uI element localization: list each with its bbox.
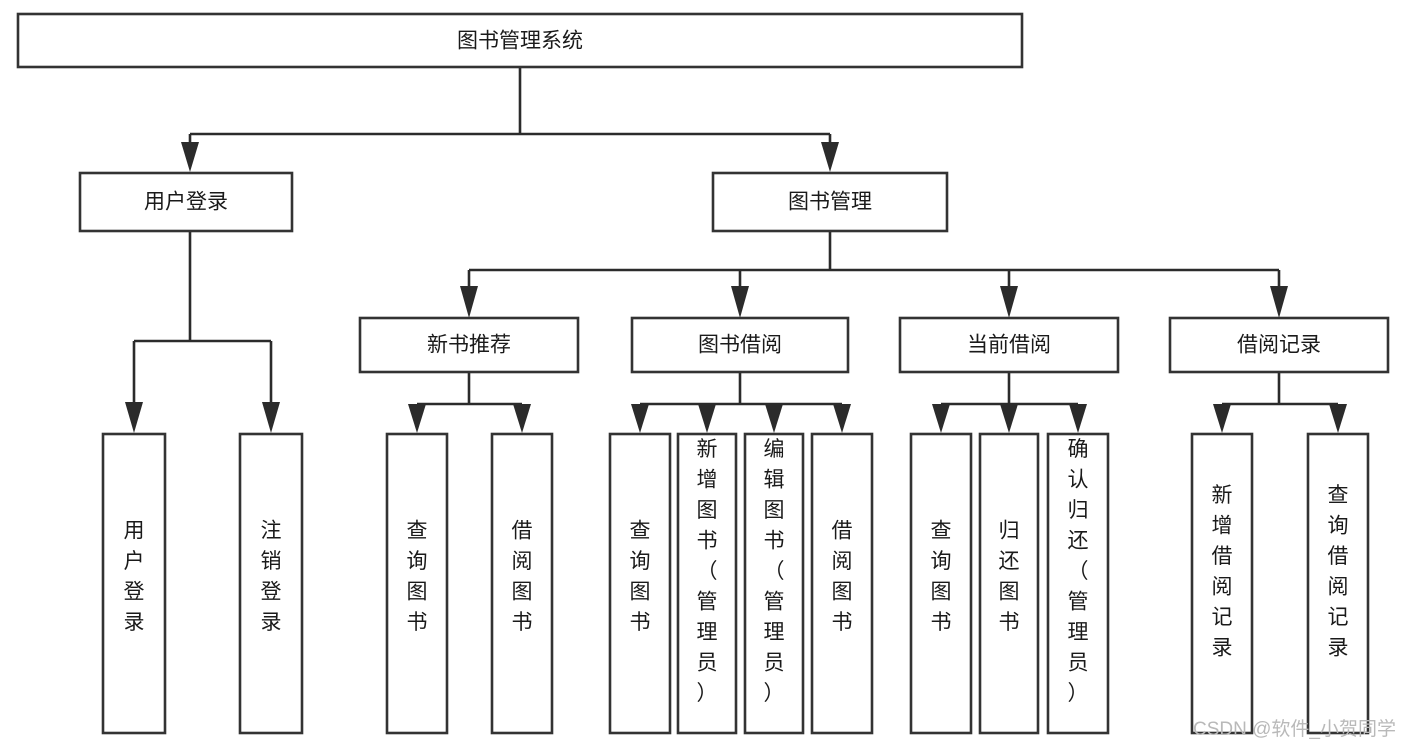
- arrowhead-leaf-record-0: [1213, 404, 1231, 433]
- arrowhead-leaf-current-0: [932, 404, 950, 433]
- leaf-user-login-1-box[interactable]: [238, 432, 304, 735]
- node-user-login-label: 用户登录: [144, 191, 228, 214]
- connector-group-borrow-record: [1213, 372, 1347, 433]
- leaf-node[interactable]: 查询图书: [608, 432, 672, 735]
- node-new-book[interactable]: 新书推荐: [358, 316, 580, 374]
- leaf-borrow-0-box[interactable]: [608, 432, 672, 735]
- leaf-borrow-3-label: 借阅图书: [832, 519, 853, 634]
- leaf-current-2-label: 确认归还（管理员）: [1068, 438, 1089, 705]
- arrowhead-to-current-borrow: [1000, 286, 1018, 318]
- node-current-borrow-label: 当前借阅: [967, 334, 1051, 357]
- node-borrow-book[interactable]: 图书借阅: [630, 316, 850, 374]
- leaf-node[interactable]: 查询图书: [385, 432, 449, 735]
- leaf-node[interactable]: 查询图书: [909, 432, 973, 735]
- leaf-node[interactable]: 确认归还（管理员）: [1046, 432, 1110, 735]
- node-current-borrow[interactable]: 当前借阅: [898, 316, 1120, 374]
- arrowhead-to-user-login: [181, 142, 199, 172]
- leaf-node[interactable]: 编辑图书（管理员）: [743, 432, 805, 735]
- arrowhead-leaf-borrow-2: [765, 404, 783, 433]
- arrowhead-leaf-user-login-1: [262, 402, 280, 433]
- leaf-borrow-1-label: 新增图书（管理员）: [697, 438, 718, 705]
- node-borrow-book-box[interactable]: [630, 316, 850, 374]
- node-current-borrow-box[interactable]: [898, 316, 1120, 374]
- arrowhead-leaf-current-2: [1069, 404, 1087, 433]
- leaf-node[interactable]: 归还图书: [978, 432, 1040, 735]
- leaf-node[interactable]: 借阅图书: [810, 432, 874, 735]
- leaf-current-2-box[interactable]: [1046, 432, 1110, 735]
- arrowhead-leaf-current-1: [1000, 404, 1018, 433]
- leaf-user-login-0-label: 用户登录: [124, 519, 145, 634]
- leaf-node[interactable]: 新增图书（管理员）: [676, 432, 738, 735]
- node-root-label: 图书管理系统: [457, 30, 583, 53]
- arrowhead-leaf-user-login-0: [125, 402, 143, 433]
- connector-group-borrow-book: [631, 372, 851, 433]
- arrowhead-to-borrow-record: [1270, 286, 1288, 318]
- node-user-login[interactable]: 用户登录: [78, 171, 294, 233]
- node-new-book-label: 新书推荐: [427, 334, 511, 357]
- connector-group-root: [181, 67, 839, 172]
- leaf-node[interactable]: 查询借阅记录: [1306, 432, 1370, 735]
- node-borrow-record-label: 借阅记录: [1237, 334, 1321, 357]
- node-borrow-book-label: 图书借阅: [698, 334, 782, 357]
- leaf-new-book-0-box[interactable]: [385, 432, 449, 735]
- arrowhead-to-new-book: [460, 286, 478, 318]
- leaf-node[interactable]: 借阅图书: [490, 432, 554, 735]
- arrowhead-leaf-borrow-1: [698, 404, 716, 433]
- node-root[interactable]: 图书管理系统: [16, 12, 1024, 69]
- leaf-record-1-label: 查询借阅记录: [1328, 484, 1349, 660]
- leaf-new-book-1-label: 借阅图书: [512, 519, 533, 634]
- node-borrow-record[interactable]: 借阅记录: [1168, 316, 1390, 374]
- node-book-manage-label: 图书管理: [788, 191, 872, 214]
- node-root-box[interactable]: [16, 12, 1024, 69]
- connector-group-book-manage: [460, 231, 1288, 318]
- connector-group-user-login: [125, 231, 280, 433]
- connector-group-new-book: [408, 372, 531, 433]
- leaf-node[interactable]: 新增借阅记录: [1190, 432, 1254, 735]
- leaf-current-0-label: 查询图书: [931, 519, 952, 634]
- leaf-user-login-0-box[interactable]: [101, 432, 167, 735]
- arrowhead-to-borrow-book: [731, 286, 749, 318]
- leaf-new-book-0-label: 查询图书: [407, 519, 428, 634]
- leaf-borrow-2-box[interactable]: [743, 432, 805, 735]
- leaf-borrow-3-box[interactable]: [810, 432, 874, 735]
- node-book-manage-box[interactable]: [711, 171, 949, 233]
- arrowhead-leaf-new-book-0: [408, 404, 426, 433]
- leaf-record-1-box[interactable]: [1306, 432, 1370, 735]
- leaf-current-0-box[interactable]: [909, 432, 973, 735]
- leaf-current-1-label: 归还图书: [999, 519, 1020, 634]
- arrowhead-leaf-new-book-1: [513, 404, 531, 433]
- node-new-book-box[interactable]: [358, 316, 580, 374]
- connector-group-current-borrow: [932, 372, 1087, 433]
- node-borrow-record-box[interactable]: [1168, 316, 1390, 374]
- leaf-record-0-label: 新增借阅记录: [1212, 484, 1233, 660]
- arrowhead-leaf-borrow-3: [833, 404, 851, 433]
- csdn-watermark: CSDN @软件_小贺同学: [1193, 718, 1396, 740]
- leaf-user-login-1-label: 注销登录: [261, 519, 282, 634]
- leaf-node[interactable]: 注销登录: [238, 432, 304, 735]
- arrowhead-leaf-borrow-0: [631, 404, 649, 433]
- leaf-node[interactable]: 用户登录: [101, 432, 167, 735]
- leaf-new-book-1-box[interactable]: [490, 432, 554, 735]
- leaf-borrow-2-label: 编辑图书（管理员）: [764, 438, 785, 705]
- leaf-borrow-1-box[interactable]: [676, 432, 738, 735]
- leaf-current-1-box[interactable]: [978, 432, 1040, 735]
- node-user-login-box[interactable]: [78, 171, 294, 233]
- arrowhead-leaf-record-1: [1329, 404, 1347, 433]
- node-book-manage[interactable]: 图书管理: [711, 171, 949, 233]
- arrowhead-to-book-manage: [821, 142, 839, 172]
- leaf-borrow-0-label: 查询图书: [630, 519, 651, 634]
- leaf-record-0-box[interactable]: [1190, 432, 1254, 735]
